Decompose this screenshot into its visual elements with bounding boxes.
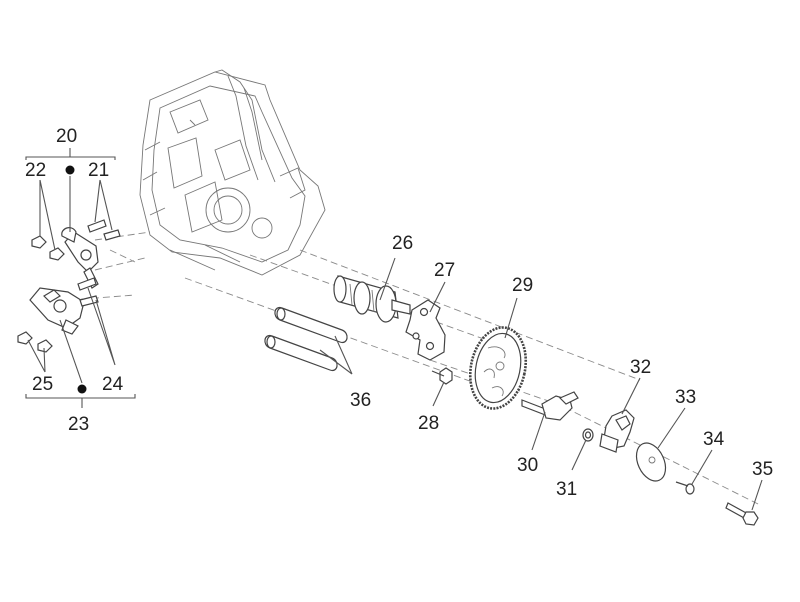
- bolt-28: [431, 367, 453, 385]
- callout-33: 33: [675, 387, 696, 408]
- callout-20: 20: [56, 126, 77, 147]
- washer-34: [675, 481, 695, 495]
- group-20-bullet-icon: [65, 165, 75, 175]
- lower-lock-nuts: [17, 331, 53, 353]
- leader-lines: [25, 148, 763, 511]
- group-23-bullet-icon: [77, 384, 87, 394]
- decompressor-shaft: [521, 391, 579, 421]
- callout-24: 24: [102, 374, 124, 395]
- upper-lock-nuts: [31, 235, 65, 261]
- callout-25: 25: [32, 374, 53, 395]
- counterweight: [599, 409, 635, 453]
- callout-34: 34: [703, 429, 725, 450]
- callout-36: 36: [350, 390, 371, 411]
- retaining-plate: [405, 299, 446, 361]
- cylinder-head: [139, 69, 326, 276]
- cover-disc: [635, 442, 667, 482]
- lower-adjuster-screws: [77, 277, 99, 307]
- callout-26: 26: [392, 233, 413, 254]
- callout-31: 31: [556, 479, 577, 500]
- camshaft: [333, 275, 411, 323]
- callout-labels: 20 22 21 25 24 23 26 27 29 36 28 32 33 3…: [25, 126, 773, 500]
- callout-30: 30: [517, 455, 538, 476]
- bolt-35: [725, 502, 759, 526]
- rocker-shafts: [264, 306, 348, 372]
- timing-sprocket: [468, 326, 528, 410]
- callout-29: 29: [512, 275, 533, 296]
- callout-23: 23: [68, 414, 89, 435]
- callout-22: 22: [25, 160, 46, 181]
- spring-31: [582, 428, 594, 442]
- callout-32: 32: [630, 357, 651, 378]
- callout-21: 21: [88, 160, 109, 181]
- callout-27: 27: [434, 260, 455, 281]
- lower-rocker-arm: [29, 287, 85, 335]
- upper-adjuster-screws: [87, 219, 121, 241]
- callout-35: 35: [752, 459, 773, 480]
- callout-28: 28: [418, 413, 439, 434]
